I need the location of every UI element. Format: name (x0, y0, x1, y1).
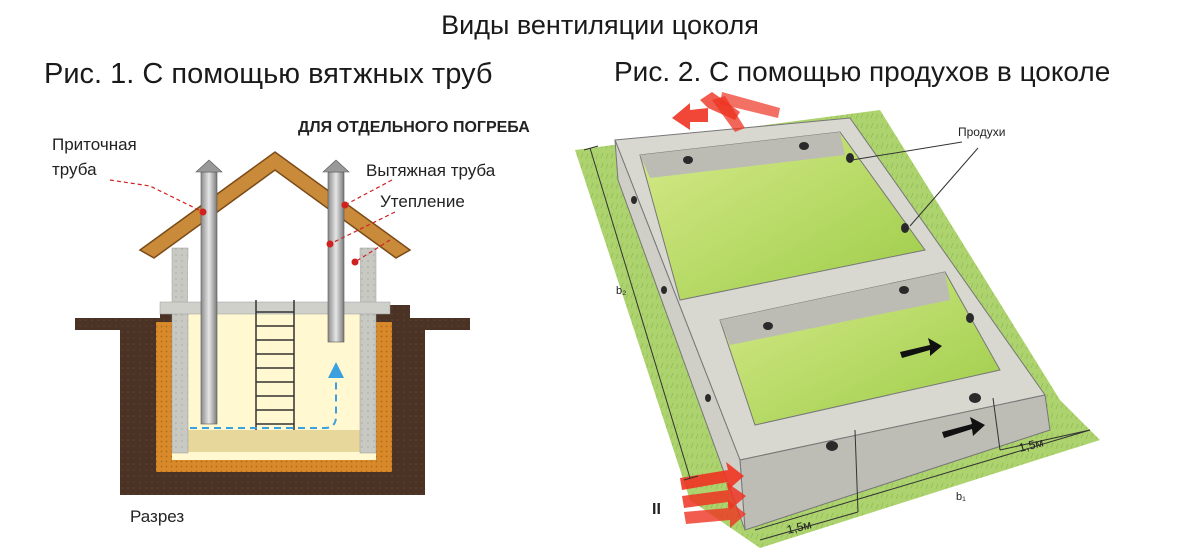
label-supply-pipe-1: Приточная (52, 135, 137, 154)
vent-holes (631, 142, 981, 451)
left-wall (171, 247, 189, 454)
inner-airflow-arrows (900, 338, 985, 438)
cellar-floor (186, 430, 362, 452)
dimension-right: 1,5м (1017, 435, 1045, 455)
leader-dots (199, 201, 359, 266)
airflow-arrow (190, 362, 344, 429)
figure2-title: Рис. 2. С помощью продухов в цоколе (614, 56, 1111, 87)
inner-cell-front-wall (720, 272, 950, 345)
red-airflow-arrows-top (672, 92, 780, 132)
roof (138, 151, 412, 259)
vent-hole (631, 196, 637, 204)
vent-hole (846, 153, 854, 163)
subtitle-separate-cellar: ДЛЯ ОТДЕЛЬНОГО ПОГРЕБА (298, 119, 530, 136)
dimension-lines (583, 145, 1091, 541)
dimension-bottom: 1,5м (785, 517, 813, 537)
vent-hole (901, 223, 909, 233)
label-vents: Продухи (958, 125, 1005, 139)
ladder (255, 300, 295, 430)
foundation-left-face (614, 139, 746, 531)
label-exhaust-pipe: Вытяжная труба (366, 161, 496, 180)
red-airflow-arrows-bottom (680, 462, 746, 528)
attic-space (188, 170, 360, 310)
vents-leaders (851, 141, 979, 227)
vent-hole (966, 313, 974, 323)
vent-hole (683, 156, 693, 164)
label-roman-two: II (652, 501, 661, 518)
cellar-section-diagram: ДЛЯ ОТДЕЛЬНОГО ПОГРЕБА Приточная труба В… (52, 119, 530, 526)
right-wall (359, 247, 377, 454)
plinth-vents-diagram: Продухи b₂ b₁ 1,5м 1,5м II (575, 92, 1100, 548)
vent-hole (705, 394, 711, 402)
vent-hole (899, 286, 909, 294)
exhaust-pipe (322, 159, 350, 343)
vent-hole (661, 286, 667, 294)
vent-hole (826, 441, 838, 451)
vent-hole (969, 393, 981, 403)
label-insulation: Утепление (380, 192, 465, 211)
label-supply-pipe-2: труба (52, 160, 97, 179)
supply-pipe (195, 159, 223, 425)
label-section: Разрез (130, 507, 184, 526)
label-leaders (109, 179, 396, 263)
inner-cell-back-wall (640, 132, 845, 178)
figure1-title: Рис. 1. С помощью вятжных труб (44, 58, 493, 90)
dimension-b2: b₂ (616, 285, 626, 297)
vent-hole (763, 322, 773, 330)
dimension-b1: b₁ (956, 491, 966, 503)
vent-hole (799, 142, 809, 150)
main-title: Виды вентиляции цоколя (441, 10, 759, 40)
